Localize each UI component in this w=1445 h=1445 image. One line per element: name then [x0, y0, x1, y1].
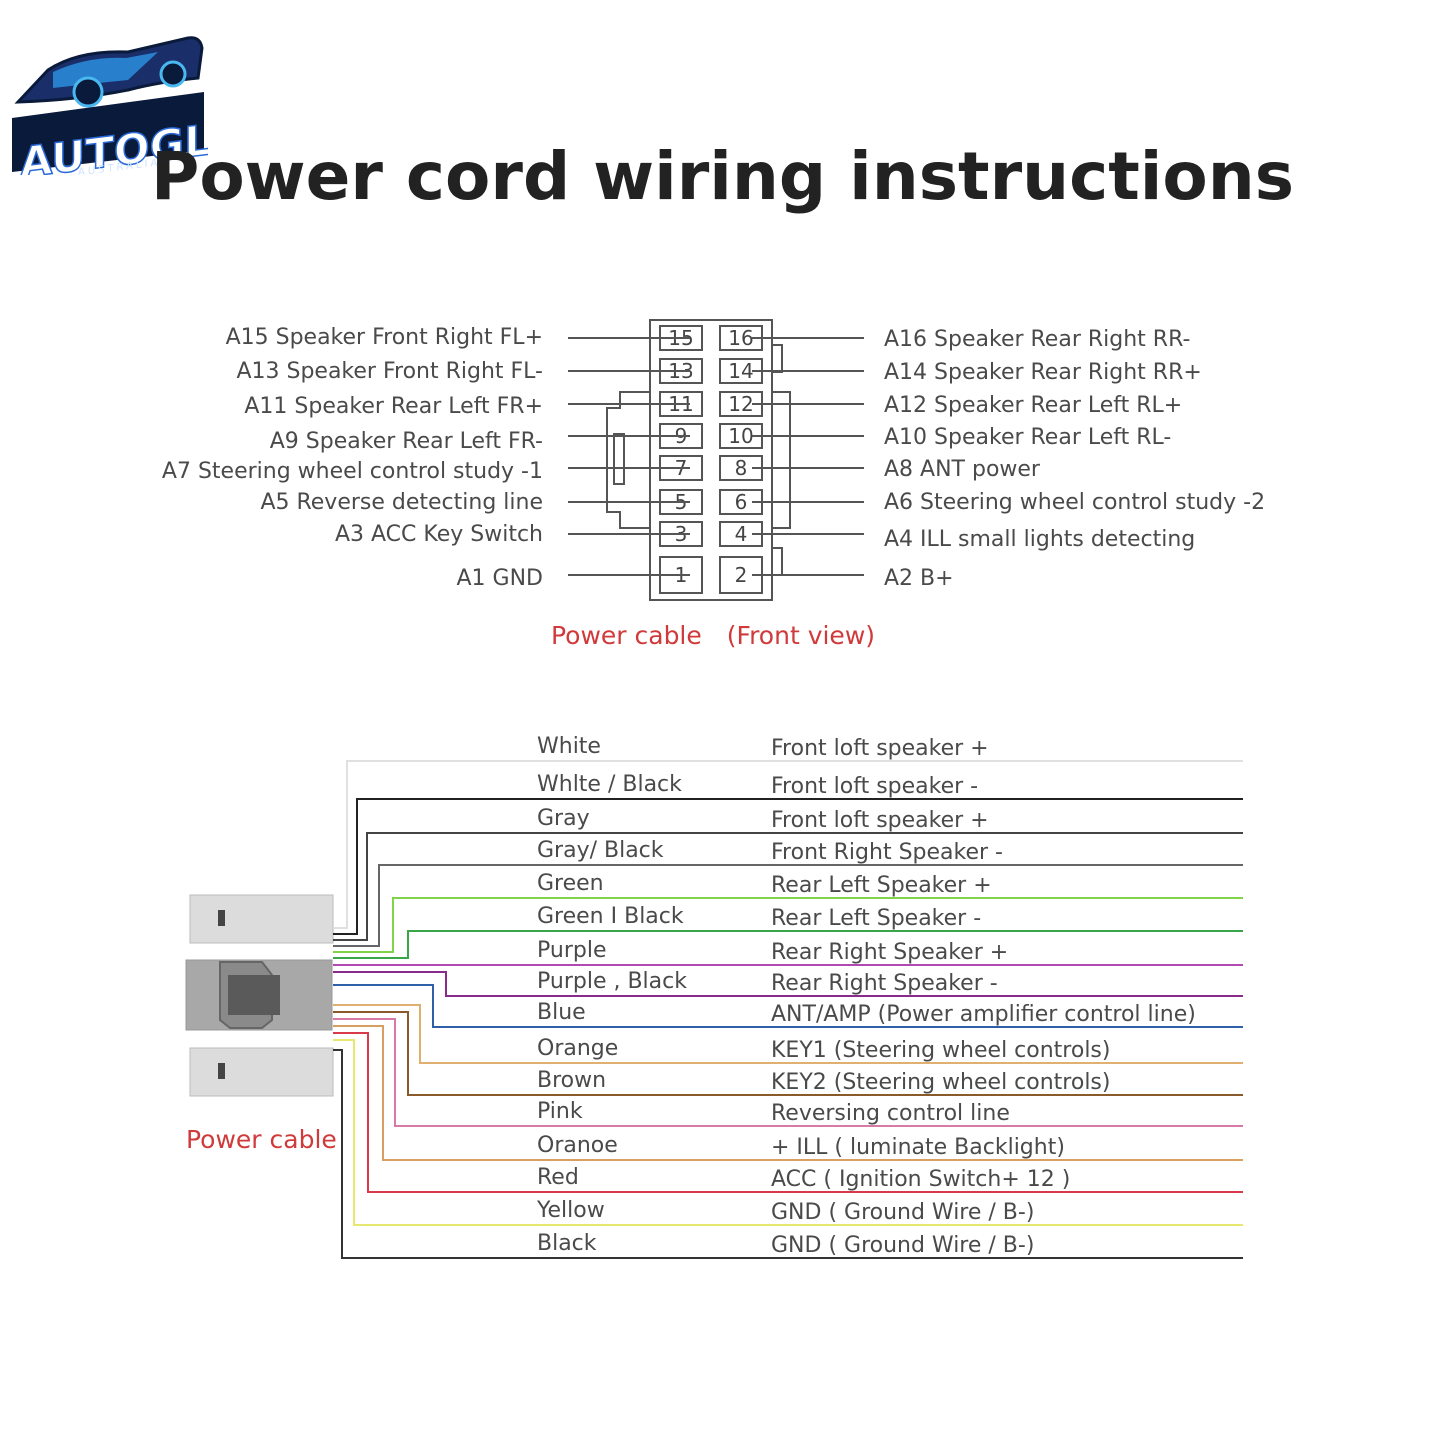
pin-label-10: A10 Speaker Rear Left RL-	[884, 425, 1171, 450]
wire-function-label-7: Rear Right Speaker +	[771, 940, 1008, 965]
pin-label-7: A7 Steering wheel control study -1	[162, 459, 543, 484]
wire-function-label-8: Rear Right Speaker -	[771, 971, 998, 996]
wire-10	[333, 1004, 1243, 1064]
wire-8	[333, 971, 1243, 997]
wire-function-label-14: ACC ( Ignition Switch+ 12 )	[771, 1167, 1070, 1192]
wire-function-label-2: Front loft speaker -	[771, 774, 978, 799]
wire-color-label-8: Purple , Black	[537, 969, 687, 994]
pin-label-8: A8 ANT power	[884, 457, 1041, 482]
pin-label-3: A3 ACC Key Switch	[335, 522, 543, 547]
wire-16	[333, 1049, 1243, 1259]
wire-color-label-2: Whlte / Black	[537, 772, 682, 797]
pin-number-12: 12	[728, 392, 753, 416]
cable-caption: Power cable	[186, 1125, 337, 1154]
wire-color-label-6: Green I Black	[537, 904, 684, 929]
autoglo-logo: AUTOGLO AUSTRALIA	[12, 36, 208, 175]
wire-function-label-4: Front Right Speaker -	[771, 840, 1003, 865]
wire-color-label-12: Pink	[537, 1099, 583, 1124]
wire-color-label-9: Blue	[537, 1000, 586, 1025]
wire-3	[333, 832, 1243, 941]
wire-color-label-16: Black	[537, 1231, 597, 1256]
connector-caption: Power cable (Front view)	[551, 621, 875, 650]
wire-color-label-10: Orange	[537, 1036, 618, 1061]
pin-number-10: 10	[728, 424, 753, 448]
pin-label-1: A1 GND	[457, 566, 544, 591]
harness-plug	[185, 894, 334, 1097]
pin-label-13: A13 Speaker Front Right FL-	[236, 359, 543, 384]
wire-2	[333, 798, 1243, 935]
pin-label-9: A9 Speaker Rear Left FR-	[270, 429, 543, 454]
pin-label-5: A5 Reverse detecting line	[260, 490, 543, 515]
pin-number-14: 14	[728, 359, 753, 383]
wire-12	[333, 1018, 1243, 1127]
wire-color-label-4: Gray/ Black	[537, 838, 664, 863]
wire-13	[333, 1025, 1243, 1161]
wire-function-label-13: + ILL ( luminate Backlight)	[771, 1135, 1065, 1160]
pin-number-6: 6	[735, 490, 748, 514]
pin-label-15: A15 Speaker Front Right FL+	[226, 325, 543, 350]
pin-leader-lines	[568, 337, 864, 576]
wire-function-label-1: Front loft speaker +	[771, 736, 989, 761]
wire-color-label-3: Gray	[537, 806, 590, 831]
wire-5	[333, 897, 1243, 953]
wire-function-label-6: Rear Left Speaker -	[771, 906, 981, 931]
wire-11	[333, 1011, 1243, 1096]
wire-color-label-13: Oranoe	[537, 1133, 618, 1158]
wire-lines	[333, 760, 1243, 1259]
wire-15	[333, 1039, 1243, 1226]
wire-function-label-9: ANT/AMP (Power amplifier control line)	[771, 1002, 1196, 1027]
pin-label-11: A11 Speaker Rear Left FR+	[244, 394, 543, 419]
wire-6	[333, 930, 1243, 959]
wire-9	[333, 984, 1243, 1028]
wire-color-label-14: Red	[537, 1165, 579, 1190]
pin-label-2: A2 B+	[884, 566, 954, 591]
wire-4	[333, 864, 1243, 947]
wire-14	[333, 1032, 1243, 1193]
pin-number-16: 16	[728, 326, 753, 350]
pin-label-16: A16 Speaker Rear Right RR-	[884, 327, 1190, 352]
pin-number-8: 8	[735, 456, 748, 480]
wire-function-label-11: KEY2 (Steering wheel controls)	[771, 1070, 1110, 1095]
wire-function-label-12: Reversing control line	[771, 1101, 1010, 1126]
pin-labels: A15 Speaker Front Right FL+ A16 Speaker R…	[162, 325, 1265, 591]
pin-label-4: A4 ILL small lights detecting	[884, 527, 1195, 552]
pin-number-4: 4	[735, 522, 748, 546]
wire-function-label-10: KEY1 (Steering wheel controls)	[771, 1038, 1110, 1063]
wire-color-label-1: White	[537, 734, 601, 759]
wire-1	[333, 760, 1243, 929]
wire-function-label-3: Front loft speaker +	[771, 808, 989, 833]
wire-color-label-15: Yellow	[536, 1198, 605, 1223]
wire-color-label-11: Brown	[537, 1068, 606, 1093]
pin-label-14: A14 Speaker Rear Right RR+	[884, 360, 1202, 385]
page-title: Power cord wiring instructions	[150, 138, 1295, 215]
wire-color-label-7: Purple	[537, 938, 606, 963]
wire-function-label-5: Rear Left Speaker +	[771, 873, 992, 898]
wire-color-label-5: Green	[537, 871, 604, 896]
pin-label-6: A6 Steering wheel control study -2	[884, 490, 1265, 515]
pin-box-12	[719, 391, 763, 417]
pin-label-12: A12 Speaker Rear Left RL+	[884, 393, 1182, 418]
wire-function-label-15: GND ( Ground Wire / B-)	[771, 1200, 1034, 1225]
wire-function-label-16: GND ( Ground Wire / B-)	[771, 1233, 1034, 1258]
pin-number-2: 2	[735, 563, 748, 587]
